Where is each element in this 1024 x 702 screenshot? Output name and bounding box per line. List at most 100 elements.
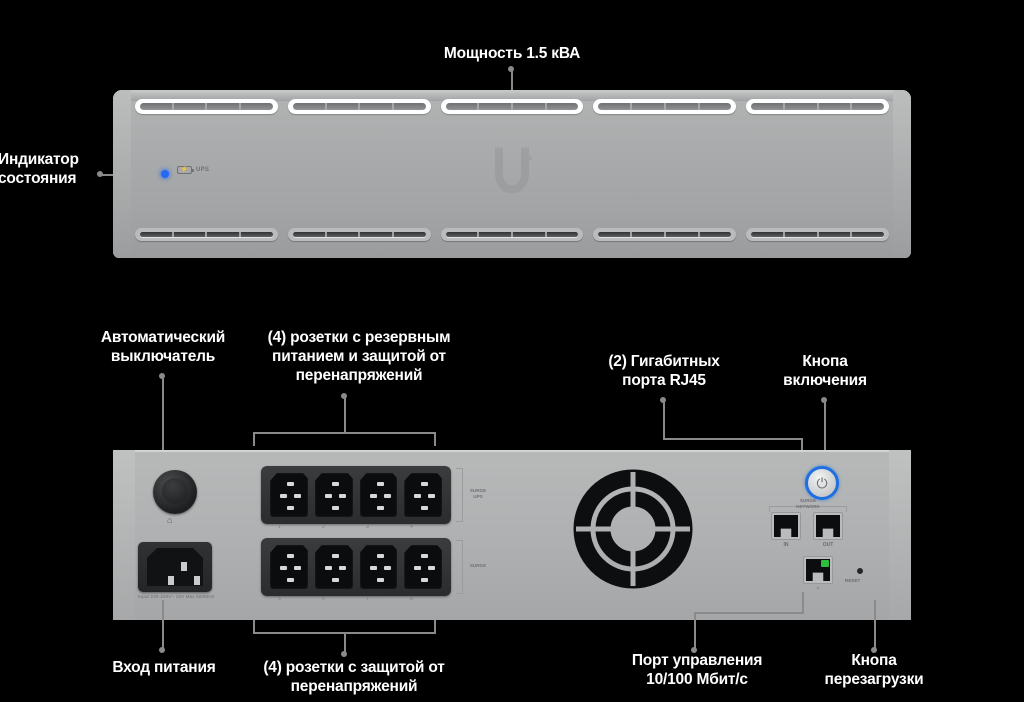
battery-icon: ⚡: [177, 166, 194, 174]
front-vent-group: [135, 99, 278, 114]
callout-mgmt-port: Порт управления 10/100 Мбит/с: [631, 652, 763, 688]
rj45-jack: [816, 515, 840, 537]
bank-tag-surge: SURGE: [469, 563, 487, 568]
vent-ribs: [140, 103, 273, 110]
ubiquiti-logo-icon: [489, 144, 535, 205]
front-vent-group: [746, 99, 889, 114]
link-led-icon: [821, 560, 829, 567]
front-vent-group: [593, 99, 737, 114]
callout-status-indicator: Индикатор состояния: [0, 151, 79, 187]
outlet-socket: [314, 545, 353, 589]
outlet-socket: [270, 545, 308, 589]
outlet-socket: [314, 473, 353, 517]
circuit-breaker-button[interactable]: [153, 470, 197, 514]
leader-dot-surge-outlets: [341, 651, 347, 657]
inlet-pin-neutral: [194, 576, 200, 585]
outlet-bank-surge: [261, 538, 451, 596]
outlet-number: 6: [322, 596, 325, 602]
rj45-port-surge-out[interactable]: [813, 512, 843, 540]
rj45-port-management[interactable]: [803, 556, 833, 584]
power-button[interactable]: ⏻: [805, 466, 839, 500]
leader-dot-backup-outlets: [341, 393, 347, 399]
rj45-in-label: IN: [783, 542, 789, 548]
callout-power-input: Вход питания: [112, 659, 216, 676]
vent-ribs: [293, 232, 426, 237]
leader-gigabit-ports-v1: [663, 400, 665, 440]
ups-battery-icon-label: ⚡ UPS: [177, 166, 209, 174]
ups-rear-panel: ⌂ Input 220-240V~ 10A Max 50/60Hz: [113, 450, 911, 620]
callout-backup-outlets: (4) розетки с резервным питанием и защит…: [267, 329, 451, 384]
outlet-socket: [270, 473, 308, 517]
outlet-number: 4: [410, 524, 413, 530]
status-led-indicator: [161, 170, 169, 178]
callout-surge-outlets: (4) розетки с защитой от перенапряжений: [263, 659, 445, 695]
circuit-breaker-icon: ⌂: [167, 515, 173, 525]
rear-rack-ear-right: [889, 450, 911, 620]
callout-power-rating: Мощность 1.5 кВА: [443, 45, 581, 62]
leader-power-rating: [511, 70, 513, 92]
outlet-number: 1: [278, 524, 281, 530]
leader-dot-mgmt-port: [691, 647, 697, 653]
front-vent-group: [746, 228, 889, 241]
rj45-out-label: OUT: [822, 542, 834, 548]
front-vent-group: [287, 228, 431, 241]
leader-power-input: [162, 600, 164, 650]
leader-dot-power-input: [159, 647, 165, 653]
leader-dot-circuit-breaker: [159, 373, 165, 379]
rear-top-edge: [113, 450, 911, 452]
vent-ribs: [598, 232, 731, 237]
leader-surge-outlets: [344, 634, 346, 654]
inlet-rating-text: Input 220-240V~ 10A Max 50/60Hz: [138, 594, 215, 599]
leader-dot-gigabit-ports: [660, 397, 666, 403]
bank-brace-backup: [456, 468, 463, 522]
reset-label: RESET: [845, 578, 861, 583]
callout-circuit-breaker: Автоматический выключатель: [100, 329, 226, 365]
inlet-body: [147, 548, 203, 586]
front-vent-row-top: [135, 99, 889, 114]
vent-ribs: [598, 103, 731, 110]
rj45-jack: [774, 515, 798, 537]
front-vent-group: [287, 99, 431, 114]
vent-ribs: [446, 103, 579, 110]
front-top-bevel: [113, 90, 911, 101]
leader-dot-power-rating: [508, 66, 514, 72]
power-inlet-c14: [138, 542, 212, 592]
power-icon: ⏻: [816, 475, 828, 491]
surge-network-brace: [769, 506, 847, 512]
leader-dot-status-indicator: [97, 171, 103, 177]
front-rack-ear-right: [893, 90, 911, 258]
brace-backup-outlets: [253, 432, 436, 446]
vent-ribs: [140, 232, 273, 237]
management-port-label: •: [817, 586, 819, 592]
brace-surge-outlets: [253, 620, 436, 634]
callout-reset-button: Кнопа перезагрузки: [824, 652, 924, 688]
outlet-socket: [359, 545, 398, 589]
inlet-pin-earth: [181, 562, 187, 571]
leader-mgmt-port-h: [694, 612, 804, 614]
leader-power-button: [824, 400, 826, 462]
outlet-number: 2: [322, 524, 325, 530]
leader-dot-power-button: [821, 397, 827, 403]
callout-gigabit-ports: (2) Гигабитных порта RJ45: [608, 353, 720, 389]
leader-reset-button: [874, 600, 876, 650]
leader-gigabit-ports-h: [663, 438, 803, 440]
outlet-number: 8: [410, 596, 413, 602]
reset-button[interactable]: [857, 568, 863, 574]
rj45-port-surge-in[interactable]: [771, 512, 801, 540]
outlet-number: 3: [366, 524, 369, 530]
leader-mgmt-port-v1: [802, 592, 804, 614]
front-rack-ear-left: [113, 90, 131, 258]
leader-mgmt-port-v2: [694, 612, 696, 650]
ups-front-panel: ⚡ UPS: [113, 90, 911, 258]
front-vent-group: [440, 228, 584, 241]
front-vent-group: [593, 228, 737, 241]
vent-ribs: [293, 103, 426, 110]
bank-brace-surge: [456, 540, 463, 594]
outlet-socket: [404, 473, 442, 517]
callout-power-button: Кнопа включения: [783, 353, 867, 389]
vent-ribs: [751, 232, 884, 237]
inlet-pin-live: [168, 576, 174, 585]
ups-led-label: UPS: [196, 167, 210, 173]
leader-dot-reset-button: [871, 647, 877, 653]
leader-circuit-breaker: [162, 376, 164, 470]
